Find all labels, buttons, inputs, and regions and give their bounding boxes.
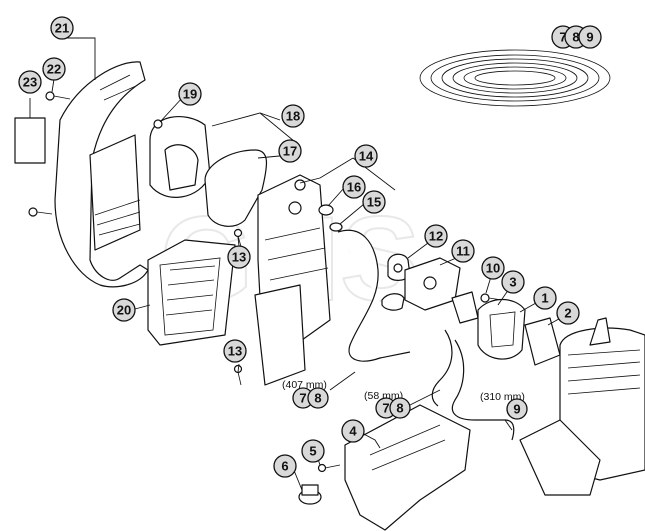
callout-13-lower: 13 [223,339,247,363]
svg-text:11: 11 [456,244,470,259]
gasket-2-part [524,317,561,366]
svg-text:18: 18 [286,109,300,124]
callout-13-upper: 13 [227,245,251,269]
svg-text:8: 8 [572,30,579,45]
svg-text:13: 13 [228,344,242,359]
gasket-part [204,149,267,227]
callout-14: 14 [354,144,378,168]
grommet-15-part [329,222,343,232]
callout-1: 1 [533,286,557,310]
svg-text:1: 1 [541,291,548,306]
callout-22: 22 [42,57,66,81]
callout-group-top-right: 7 8 9 [551,25,602,49]
svg-text:15: 15 [367,195,381,210]
screw-5-part [317,463,341,473]
svg-text:16: 16 [347,180,361,195]
coiled-hose-part [419,49,611,107]
svg-text:10: 10 [486,261,500,276]
hose-310-part [451,339,515,441]
callout-16: 16 [342,175,366,199]
hose-58-dimension-label: (58 mm) [364,390,403,402]
callout-5: 5 [301,439,325,463]
screw-left-part [28,207,53,217]
svg-text:12: 12 [429,229,443,244]
callout-group-hose-58: 7 8 [375,397,411,419]
fuel-pickup-part [298,484,322,505]
svg-text:9: 9 [586,30,593,45]
svg-text:17: 17 [283,144,297,159]
svg-text:5: 5 [309,444,316,459]
air-filter-part [147,239,236,346]
callout-4: 4 [341,419,365,443]
svg-text:22: 22 [47,62,61,77]
svg-text:8: 8 [396,401,403,416]
svg-text:2: 2 [564,306,571,321]
filter-holder-part [149,116,211,198]
svg-text:4: 4 [349,424,357,439]
callout-10: 10 [481,256,505,280]
callout-6: 6 [273,454,297,478]
svg-text:9: 9 [513,402,520,417]
hose-58-part [431,329,453,407]
callout-21: 21 [50,16,74,40]
svg-text:7: 7 [299,391,306,406]
callout-11: 11 [451,239,475,263]
callout-23: 23 [18,70,42,94]
svg-text:21: 21 [55,21,69,36]
svg-text:7: 7 [382,401,389,416]
callout-group-hose-407: 7 8 [292,387,329,409]
svg-text:19: 19 [183,87,197,102]
callout-20: 20 [112,298,136,322]
svg-text:6: 6 [281,459,288,474]
callout-2: 2 [556,301,580,325]
callout-17: 17 [278,139,302,163]
callout-12: 12 [424,224,448,248]
svg-text:8: 8 [314,391,321,406]
hose-407-part [337,229,411,362]
label-part [14,117,46,164]
engine-part [519,317,645,496]
callout-3: 3 [501,270,525,294]
gasket-small-part [451,291,479,324]
base-plate-detail [369,424,446,471]
svg-text:13: 13 [232,250,246,265]
svg-text:23: 23 [23,75,37,90]
callout-group-hose-310: 9 [506,398,528,420]
intake-flange-part [477,298,526,360]
screw-22-part [45,91,71,101]
carburetor-box-part [254,174,331,386]
svg-text:3: 3 [509,275,516,290]
svg-text:14: 14 [359,149,374,164]
svg-text:7: 7 [559,30,566,45]
base-plate-part [344,404,471,531]
callout-15: 15 [362,190,386,214]
grommet-16-part [318,204,334,216]
housing-cover-part [54,61,149,288]
callout-19: 19 [178,82,202,106]
svg-text:20: 20 [117,303,131,318]
callout-18: 18 [281,104,305,128]
